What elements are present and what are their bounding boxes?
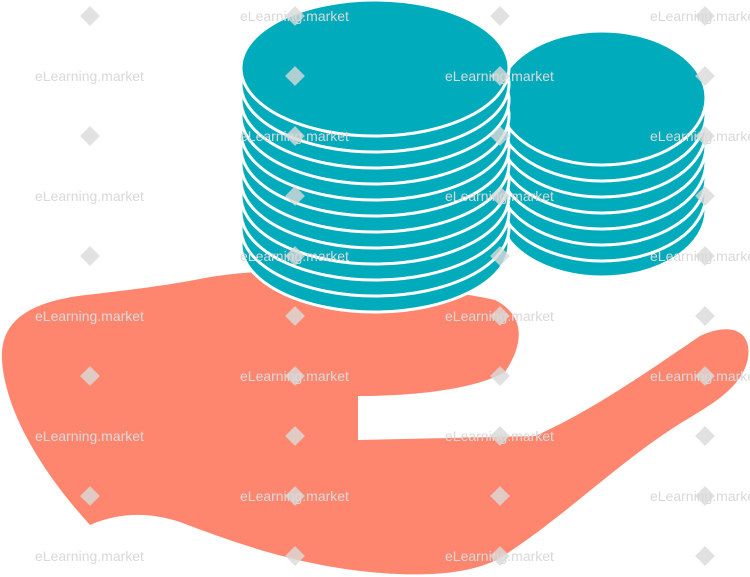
watermark-layer: eLearning.market eLearning.market eLearnin… (35, 6, 750, 566)
watermark-diamond-icon (490, 6, 510, 26)
watermark-diamond-icon (695, 546, 715, 566)
watermark-text: eLearning.market (35, 68, 144, 84)
watermark-diamond-icon (285, 426, 305, 446)
hand-shape (1, 271, 749, 575)
watermark-text: eLearning.market (35, 188, 144, 204)
watermark-diamond-icon (695, 306, 715, 326)
watermark-diamond-icon (490, 546, 510, 566)
watermark-diamond-icon (80, 126, 100, 146)
watermark-diamond-icon (490, 66, 510, 86)
watermark-diamond-icon (490, 426, 510, 446)
watermark-diamond-icon (80, 366, 100, 386)
watermark-diamond-icon (285, 126, 305, 146)
watermark-diamond-icon (490, 366, 510, 386)
coin-stack-left (239, 0, 511, 314)
watermark-diamond-icon (490, 186, 510, 206)
watermark-diamond-icon (285, 6, 305, 26)
watermark-diamond-icon (285, 66, 305, 86)
watermark-diamond-icon (285, 486, 305, 506)
coin-stack-right (496, 29, 708, 279)
watermark-diamond-icon (80, 246, 100, 266)
watermark-text: eLearning.market (35, 428, 144, 444)
watermark-diamond-icon (695, 426, 715, 446)
watermark-diamond-icon (695, 486, 715, 506)
watermark-diamond-icon (285, 366, 305, 386)
watermark-diamond-icon (490, 306, 510, 326)
watermark-diamond-icon (285, 246, 305, 266)
watermark-diamond-icon (80, 6, 100, 26)
watermark-diamond-icon (285, 306, 305, 326)
watermark-diamond-icon (80, 486, 100, 506)
watermark-diamond-icon (490, 486, 510, 506)
watermark-diamond-icon (490, 246, 510, 266)
watermark-diamond-icon (490, 126, 510, 146)
right-stack-coin-1 (496, 29, 708, 167)
watermark-text: eLearning.market (35, 548, 144, 564)
watermark-text: eLearning.market (35, 308, 144, 324)
left-stack-coin-1 (239, 0, 511, 138)
watermark-diamond-icon (285, 186, 305, 206)
watermark-diamond-icon (695, 366, 715, 386)
watermark-diamond-icon (285, 546, 305, 566)
